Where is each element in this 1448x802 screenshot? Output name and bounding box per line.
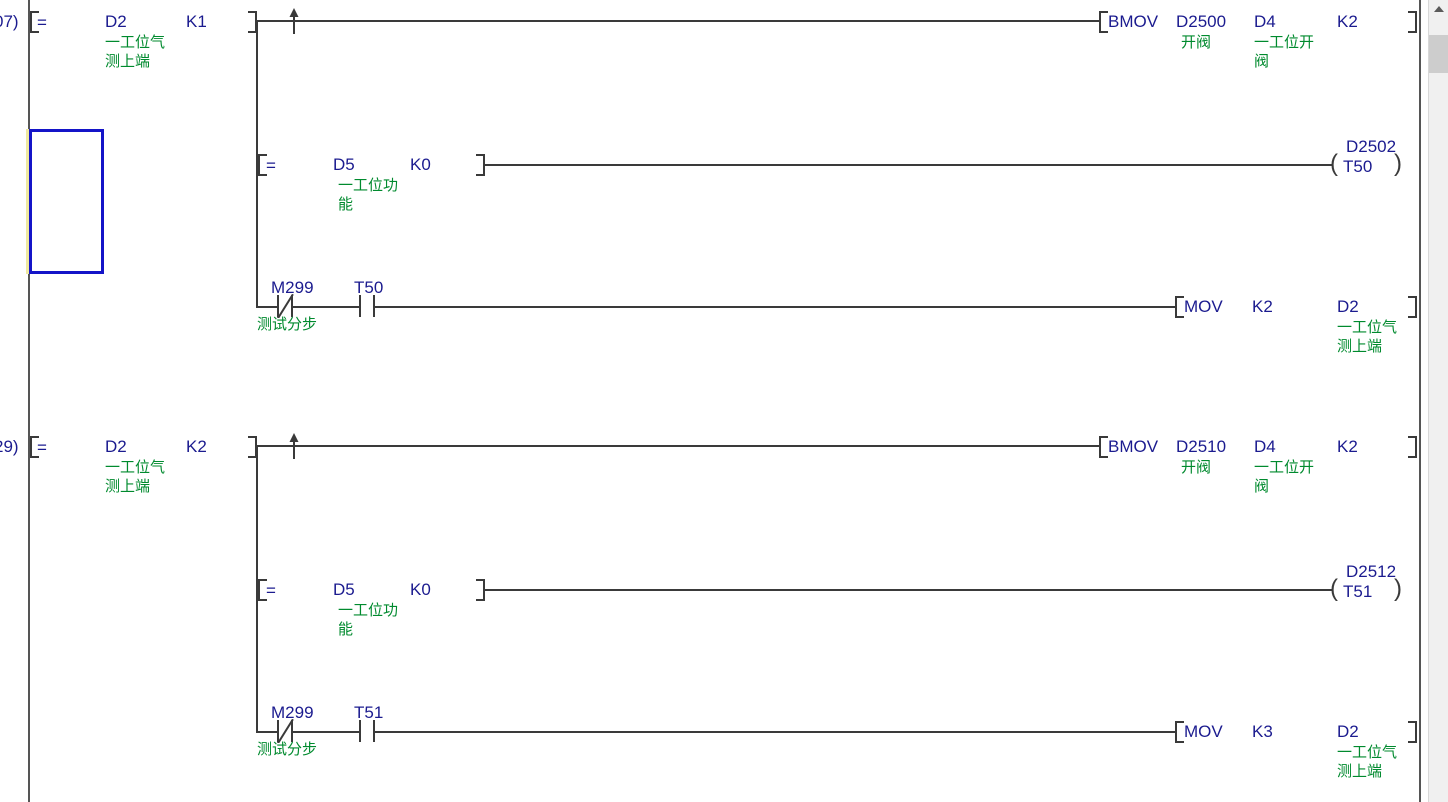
rung-2-timer-coil-device: T51: [1343, 582, 1373, 601]
rung-2-bmov-source-comment: 开阀: [1181, 459, 1212, 476]
rung-2-compare-2-left-bracket: [258, 579, 267, 601]
rung-1-step-number: 07): [0, 12, 19, 31]
coil-right-paren: ): [1394, 150, 1402, 177]
rung-1-mov-right-bracket: [1408, 296, 1417, 318]
rung-2-compare-2-operand-d-comment: 一工位功 能: [338, 602, 399, 638]
rung-2-compare-2-operator: =: [266, 581, 276, 600]
rung-1-mov-source: K2: [1252, 297, 1273, 316]
rung-2-compare-1-left-bracket: [30, 436, 39, 458]
rung-2-row-3-wire-b: [293, 731, 359, 733]
rung-1-compare-2-operator: =: [266, 156, 276, 175]
rung-2-bmov-destination: D4: [1254, 437, 1276, 456]
rung-1-compare-1-left-bracket: [30, 11, 39, 33]
rung-2-power-flow-up-arrow-icon: [288, 433, 300, 459]
selection-cursor[interactable]: [29, 129, 104, 274]
rung-2-contact-t51[interactable]: [359, 720, 375, 742]
rung-2-mov-source: K3: [1252, 722, 1273, 741]
rung-2-compare-1-operand-d: D2: [105, 437, 127, 456]
rung-1-compare-2-operand-d: D5: [333, 155, 355, 174]
rung-1-contact-m299-comment: 测试分步: [257, 316, 318, 333]
scroll-up-button[interactable]: [1429, 0, 1448, 18]
rung-1-compare-2-operand-d-comment: 一工位功 能: [338, 177, 399, 213]
rung-2-row-2-wire: [485, 589, 1333, 591]
rung-2-bmov-destination-comment: 一工位开 阀: [1254, 459, 1315, 495]
left-power-rail: [28, 0, 30, 802]
vertical-scrollbar[interactable]: [1428, 0, 1448, 802]
rung-1-row-3-wire-a: [257, 306, 277, 308]
rung-1-row-1-wire: [257, 20, 1099, 22]
rung-2-timer-coil-preset: D2512: [1346, 562, 1397, 581]
rung-2-compare-1-operand-d-comment: 一工位气 测上端: [105, 459, 166, 495]
rung-1-contact-m299-device: M299: [271, 278, 314, 297]
rung-1-contact-t50[interactable]: [359, 295, 375, 317]
selection-left-highlight: [26, 129, 29, 274]
rung-2-contact-m299[interactable]: [277, 720, 293, 742]
rung-2-mov-destination: D2: [1337, 722, 1359, 741]
rung-1-contact-m299[interactable]: [277, 295, 293, 317]
coil-left-paren: (: [1330, 150, 1338, 177]
rung-1-compare-1-operand-k: K1: [186, 12, 207, 31]
rung-2-contact-t51-device: T51: [354, 703, 384, 722]
rung-2-compare-2-right-bracket: [476, 579, 485, 601]
rung-1-compare-1-operand-d-comment: 一工位气 测上端: [105, 34, 166, 70]
rung-1-bmov-count: K2: [1337, 12, 1358, 31]
rung-2-step-number: 29): [0, 437, 19, 456]
rung-1-mov-left-bracket: [1175, 296, 1184, 318]
coil-right-paren: ): [1394, 575, 1402, 602]
rung-1-row-3-wire-c: [375, 306, 1175, 308]
rung-1-power-flow-up-arrow-icon: [288, 8, 300, 34]
rung-1-timer-coil-device: T50: [1343, 157, 1373, 176]
rung-2-compare-1-operator: =: [37, 438, 47, 457]
rung-2-branch-rail: [256, 445, 258, 733]
rung-1-bmov-destination: D4: [1254, 12, 1276, 31]
rung-1-bmov-source-comment: 开阀: [1181, 34, 1212, 51]
rung-1-compare-2-right-bracket: [476, 154, 485, 176]
rung-1-contact-t50-device: T50: [354, 278, 384, 297]
rung-2-bmov-mnemonic: BMOV: [1108, 437, 1159, 456]
rung-2-compare-2-operand-d: D5: [333, 580, 355, 599]
rung-1-mov-destination-comment: 一工位气 测上端: [1337, 319, 1398, 355]
rung-2-mov-destination-comment: 一工位气 测上端: [1337, 744, 1398, 780]
rung-1-row-3-wire-b: [293, 306, 359, 308]
rung-2-row-3-wire-a: [257, 731, 277, 733]
rung-2-mov-left-bracket: [1175, 721, 1184, 743]
rung-1-mov-destination: D2: [1337, 297, 1359, 316]
rung-2-contact-m299-device: M299: [271, 703, 314, 722]
rung-2-contact-m299-comment: 测试分步: [257, 741, 318, 758]
rung-2-bmov-source: D2510: [1176, 437, 1227, 456]
rung-2-row-1-wire: [257, 445, 1099, 447]
rung-1-bmov-mnemonic: BMOV: [1108, 12, 1159, 31]
rung-2-row-3-wire-c: [375, 731, 1175, 733]
rung-2-mov-right-bracket: [1408, 721, 1417, 743]
rung-2-mov-mnemonic: MOV: [1184, 722, 1223, 741]
rung-1-bmov-right-bracket: [1408, 11, 1417, 33]
rung-2-bmov-left-bracket: [1099, 436, 1108, 458]
rung-2-timer-coil[interactable]: ( ): [1330, 577, 1402, 603]
rung-1-compare-2-operand-k: K0: [410, 155, 431, 174]
rung-1-compare-2-left-bracket: [258, 154, 267, 176]
rung-1-mov-mnemonic: MOV: [1184, 297, 1223, 316]
rung-1-bmov-left-bracket: [1099, 11, 1108, 33]
chevron-up-icon: [1434, 6, 1444, 12]
rung-1-timer-coil[interactable]: ( ): [1330, 152, 1402, 178]
right-edge-rail: [1419, 0, 1421, 802]
rung-1-bmov-destination-comment: 一工位开 阀: [1254, 34, 1315, 70]
rung-1-compare-1-operator: =: [37, 13, 47, 32]
rung-2-compare-2-operand-k: K0: [410, 580, 431, 599]
rung-1-branch-rail: [256, 20, 258, 308]
rung-1-row-2-wire: [485, 164, 1333, 166]
scrollbar-thumb[interactable]: [1429, 35, 1448, 73]
rung-2-compare-1-operand-k: K2: [186, 437, 207, 456]
rung-1-bmov-source: D2500: [1176, 12, 1227, 31]
rung-2-bmov-count: K2: [1337, 437, 1358, 456]
coil-left-paren: (: [1330, 575, 1338, 602]
rung-1-timer-coil-preset: D2502: [1346, 137, 1397, 156]
rung-1-compare-1-operand-d: D2: [105, 12, 127, 31]
rung-2-bmov-right-bracket: [1408, 436, 1417, 458]
